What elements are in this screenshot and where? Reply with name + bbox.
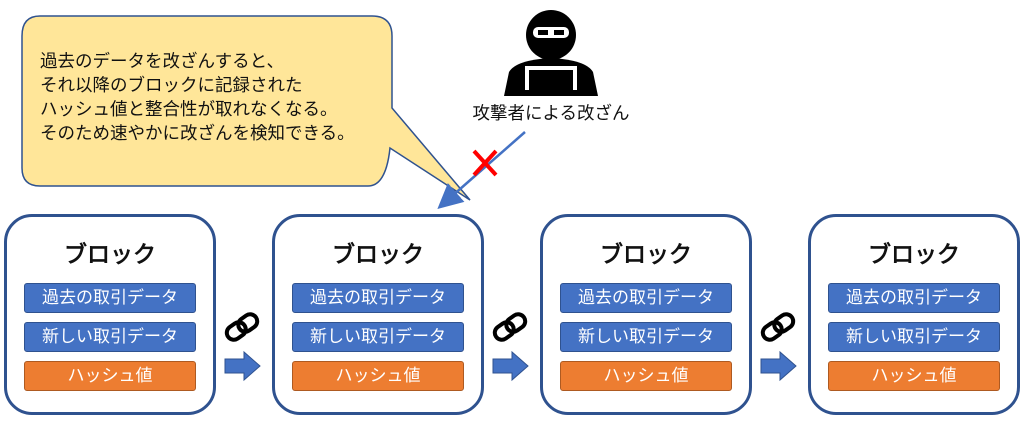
block-title: ブロック — [64, 242, 156, 268]
hash-value: ハッシュ値 — [24, 361, 196, 391]
past-transaction-data: 過去の取引データ — [560, 283, 732, 313]
past-transaction-data: 過去の取引データ — [24, 283, 196, 313]
block-title: ブロック — [600, 242, 692, 268]
past-transaction-data: 過去の取引データ — [828, 283, 1000, 313]
hash-value: ハッシュ値 — [292, 361, 464, 391]
new-transaction-data: 新しい取引データ — [24, 322, 196, 352]
new-transaction-data: 新しい取引データ — [828, 322, 1000, 352]
bubble-line: そのため速やかに改ざんを検知できる。 — [40, 124, 355, 144]
block-title: ブロック — [868, 242, 960, 268]
new-transaction-data: 新しい取引データ — [560, 322, 732, 352]
new-transaction-data: 新しい取引データ — [292, 322, 464, 352]
bubble-line: ハッシュ値と整合性が取れなくなる。 — [40, 100, 338, 120]
bubble-line: 過去のデータを改ざんすると、 — [40, 52, 284, 72]
past-transaction-data: 過去の取引データ — [292, 283, 464, 313]
bubble-line: それ以降のブロックに記録された — [40, 76, 303, 96]
attacker-label: 攻撃者による改ざん — [472, 104, 630, 124]
speech-bubble-text: 過去のデータを改ざんすると、 それ以降のブロックに記録された ハッシュ値と整合性… — [40, 50, 400, 146]
block: ブロック 過去の取引データ 新しい取引データ ハッシュ値 — [272, 214, 484, 415]
block: ブロック 過去の取引データ 新しい取引データ ハッシュ値 — [4, 214, 216, 415]
block: ブロック 過去の取引データ 新しい取引データ ハッシュ値 — [540, 214, 752, 415]
hash-value: ハッシュ値 — [828, 361, 1000, 391]
hash-value: ハッシュ値 — [560, 361, 732, 391]
block-title: ブロック — [332, 242, 424, 268]
block: ブロック 過去の取引データ 新しい取引データ ハッシュ値 — [808, 214, 1020, 415]
